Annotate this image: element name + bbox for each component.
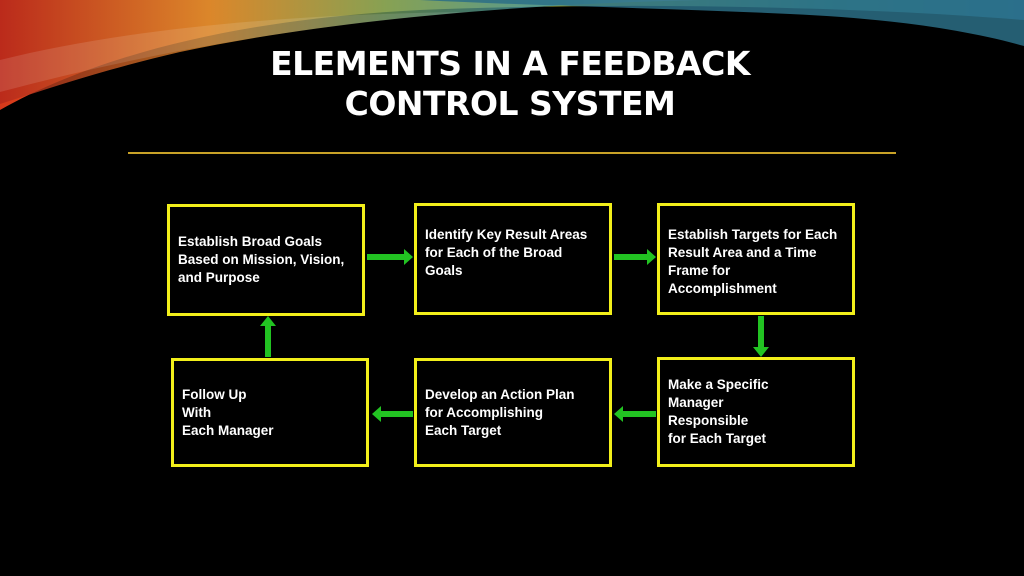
step-text: Follow Up With Each Manager (182, 386, 274, 438)
step-establish-targets: Establish Targets for Each Result Area a… (657, 203, 855, 315)
step-establish-broad-goals: Establish Broad Goals Based on Mission, … (167, 204, 365, 316)
arrow-left-icon (372, 406, 413, 422)
step-make-manager-responsible: Make a Specific Manager Responsible for … (657, 357, 855, 467)
title-line-1: ELEMENTS IN A FEEDBACK (270, 44, 750, 83)
slide-title: ELEMENTS IN A FEEDBACK CONTROL SYSTEM (200, 44, 820, 124)
arrow-up-icon (260, 316, 276, 357)
step-identify-key-result-areas: Identify Key Result Areas for Each of th… (414, 203, 612, 315)
decorative-banner (0, 0, 1024, 110)
step-text: Establish Broad Goals Based on Mission, … (178, 234, 345, 285)
step-text: Make a Specific Manager Responsible for … (668, 377, 769, 446)
arrow-right-icon (367, 249, 413, 265)
step-text: Establish Targets for Each Result Area a… (668, 227, 838, 296)
step-develop-action-plan: Develop an Action Plan for Accomplishing… (414, 358, 612, 467)
step-text: Develop an Action Plan for Accomplishing… (425, 386, 575, 438)
step-follow-up: Follow Up With Each Manager (171, 358, 369, 467)
arrow-right-icon (614, 249, 656, 265)
title-line-2: CONTROL SYSTEM (344, 84, 676, 123)
step-text: Identify Key Result Areas for Each of th… (425, 227, 588, 278)
arrow-down-icon (753, 316, 769, 357)
title-divider (128, 152, 896, 154)
arrow-left-icon (614, 406, 656, 422)
